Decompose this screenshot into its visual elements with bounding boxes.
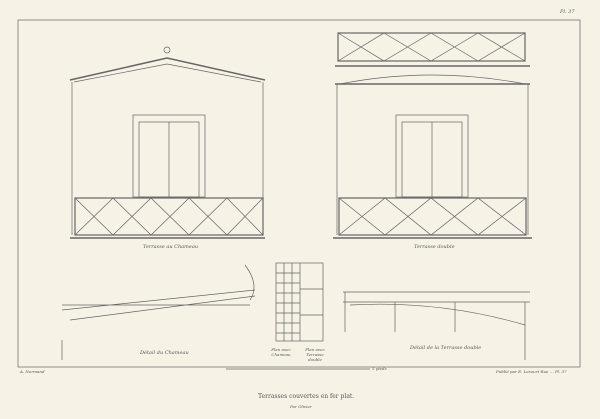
elevation-terrasse-chameau (69, 46, 266, 239)
caption-plan-right: Plan avec Terrasse double (305, 347, 325, 362)
publisher-credit: Publié par E. Lesourt Rue … Pl. 37 (496, 369, 567, 374)
caption-bottom-left: Détail du Chameau (140, 350, 189, 356)
caption-top-right: Terrasse double (414, 244, 455, 250)
elevation-terrasse-double (333, 32, 532, 239)
plate-title: Terrasses couvertes en fer plat. (258, 393, 355, 400)
engraver-credit: A. Normand (20, 369, 45, 374)
caption-plan-left: Plan avec Chameau (271, 347, 291, 357)
scale-label: 5 pieds (372, 366, 387, 371)
plate-border (17, 19, 581, 368)
detail-chameau (61, 264, 256, 360)
caption-bottom-right: Détail de la Terrasse double (410, 345, 482, 351)
plan-drawing (275, 262, 324, 342)
caption-top-left: Terrasse au Chameau (143, 244, 199, 250)
detail-terrasse-double (343, 291, 530, 360)
plate-subtitle: Par Olivier (290, 404, 312, 409)
plate-number: Pl. 37 (560, 9, 575, 15)
